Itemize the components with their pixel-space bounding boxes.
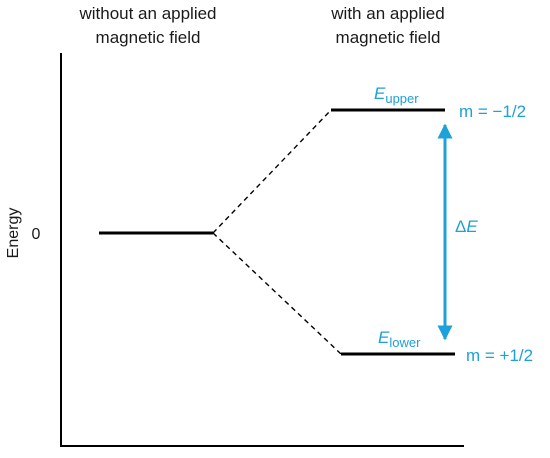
left-title-line-2: magnetic field: [96, 28, 201, 47]
upper-energy-label: Eupper: [374, 84, 419, 106]
delta-symbol: Δ: [455, 217, 466, 236]
upper-subscript: upper: [385, 91, 419, 106]
connector-to-lower: [212, 232, 342, 355]
delta-e-letter: E: [466, 217, 478, 236]
connector-to-upper: [212, 109, 332, 234]
zero-label: 0: [32, 226, 41, 243]
lower-energy-label: Elower: [378, 328, 421, 350]
upper-symbol: E: [374, 84, 386, 103]
lower-symbol: E: [378, 328, 390, 347]
right-title-line-1: with an applied: [330, 4, 444, 23]
left-title-line-1: without an applied: [78, 4, 216, 23]
delta-e-label: ΔE: [455, 217, 478, 236]
lower-subscript: lower: [389, 335, 421, 350]
y-axis-label: Energy: [5, 208, 22, 259]
right-title-line-2: magnetic field: [336, 28, 441, 47]
lower-m-label: m = +1/2: [466, 346, 533, 365]
upper-m-label: m = −1/2: [459, 102, 526, 121]
